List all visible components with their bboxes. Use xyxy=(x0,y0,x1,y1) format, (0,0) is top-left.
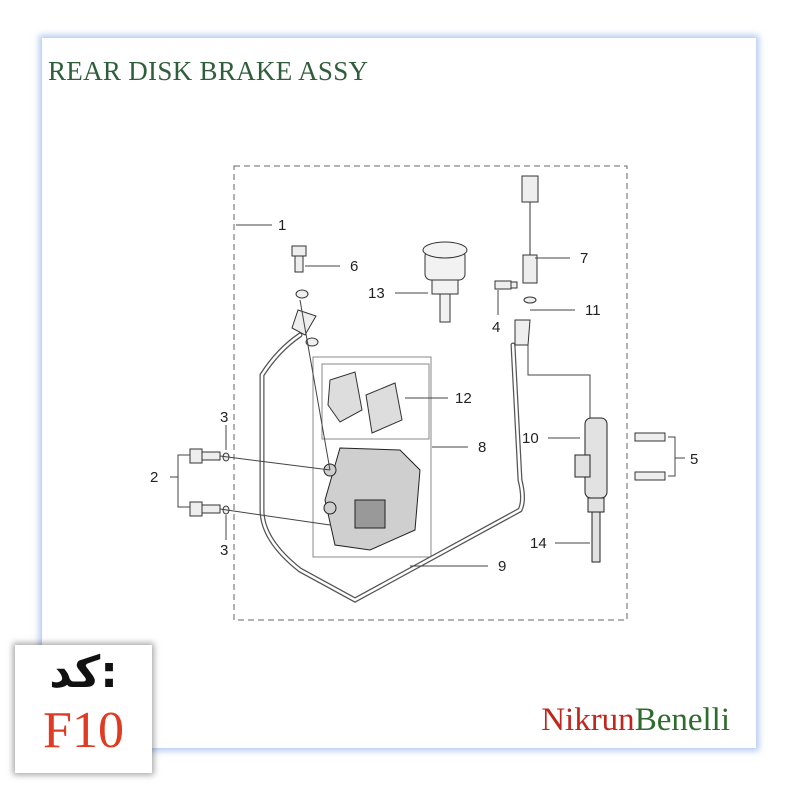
callout-5: 5 xyxy=(690,451,698,468)
brand-part-1: Nikrun xyxy=(541,702,635,738)
callout-12: 12 xyxy=(455,390,472,407)
code-label: کد: xyxy=(49,647,118,698)
callout-7: 7 xyxy=(580,250,588,267)
callout-4: 4 xyxy=(492,319,500,336)
page-title: REAR DISK BRAKE ASSY xyxy=(48,56,369,86)
callout-9: 9 xyxy=(498,558,506,575)
callout-6: 6 xyxy=(350,258,358,275)
pads-box xyxy=(321,363,430,440)
caliper-bolts xyxy=(189,448,230,517)
mount-bolts xyxy=(634,432,666,481)
brake-pads xyxy=(327,371,403,434)
code-value: F10 xyxy=(43,702,124,759)
banjo-bolt xyxy=(291,245,319,347)
code-box: کد: F10 xyxy=(15,645,152,773)
card-frame xyxy=(42,38,756,748)
callout-14: 14 xyxy=(530,535,547,552)
fluid-reservoir xyxy=(422,241,468,323)
callout-1: 1 xyxy=(278,217,286,234)
brake-switch xyxy=(514,175,539,346)
master-cylinder xyxy=(574,417,608,563)
callout-3-bottom: 3 xyxy=(220,542,228,559)
callout-2: 2 xyxy=(150,469,158,486)
callout-8: 8 xyxy=(478,439,486,456)
brand-part-2: Benelli xyxy=(634,702,730,738)
brake-caliper xyxy=(323,447,421,551)
caliper-box xyxy=(312,356,432,558)
callout-11: 11 xyxy=(585,302,601,319)
brand-logo-text: NikrunBenelli xyxy=(541,702,730,739)
bolt-4 xyxy=(494,280,518,290)
callout-10: 10 xyxy=(522,430,539,447)
callout-13: 13 xyxy=(368,285,385,302)
callout-3-top: 3 xyxy=(220,409,228,426)
assembly-boundary xyxy=(233,165,628,621)
